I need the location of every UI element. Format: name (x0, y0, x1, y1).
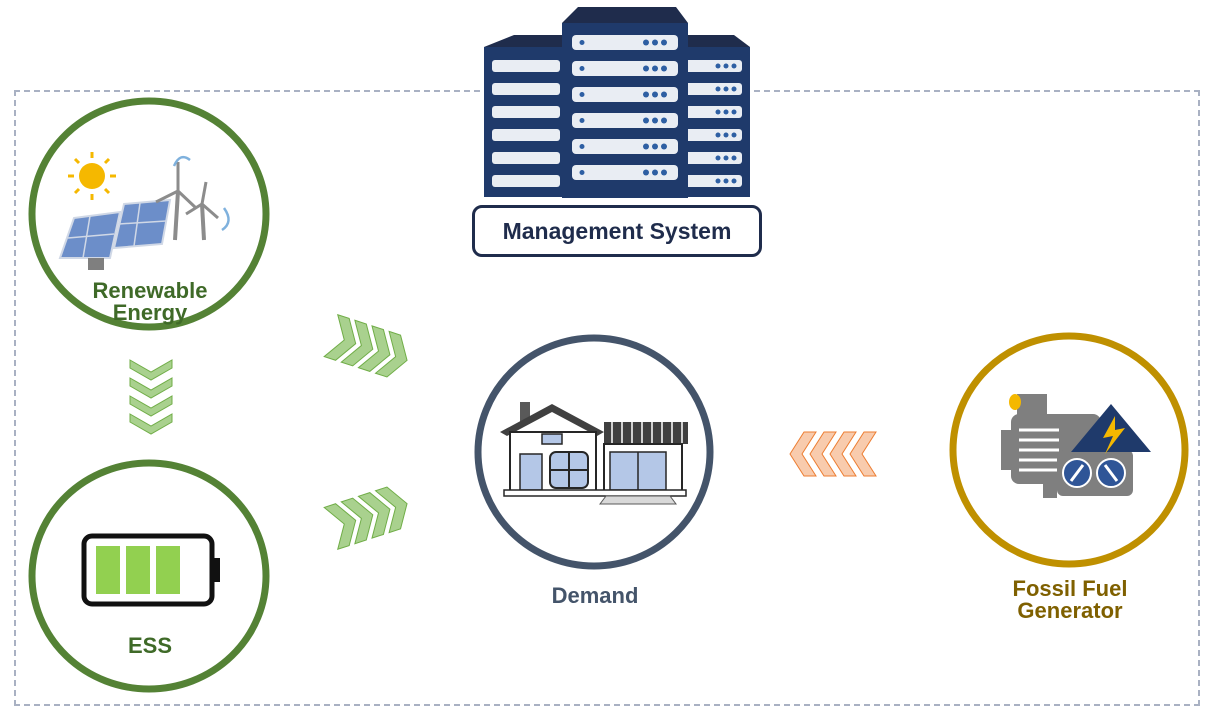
fossil-label-line1: Fossil Fuel (1012, 576, 1128, 601)
management-system-label: Management System (502, 217, 732, 244)
house-icon (500, 402, 688, 505)
left-chevrons-arrow (789, 431, 877, 477)
renewable-label-line2: Energy (112, 300, 188, 325)
server-rack-icon (478, 5, 756, 200)
renewable-energy-label: Renewable Energy (60, 280, 240, 324)
right-chevrons-arrow-top (323, 313, 408, 378)
down-chevrons-arrow (129, 359, 173, 435)
fossil-fuel-generator-label: Fossil Fuel Generator (985, 578, 1155, 622)
fossil-fuel-generator-node (949, 332, 1189, 568)
demand-node (474, 334, 714, 570)
battery-icon (81, 533, 220, 607)
ess-node (28, 459, 270, 693)
renewable-energy-node (28, 97, 270, 331)
generator-icon (1001, 394, 1151, 498)
demand-label: Demand (551, 583, 639, 608)
management-system-box: Management System (472, 205, 762, 257)
ess-label: ESS (127, 633, 173, 658)
renewable-label-line1: Renewable (92, 278, 208, 303)
fossil-label-line2: Generator (1017, 598, 1123, 623)
right-chevrons-arrow-bottom (323, 486, 408, 551)
solar-wind-icon (58, 152, 230, 270)
